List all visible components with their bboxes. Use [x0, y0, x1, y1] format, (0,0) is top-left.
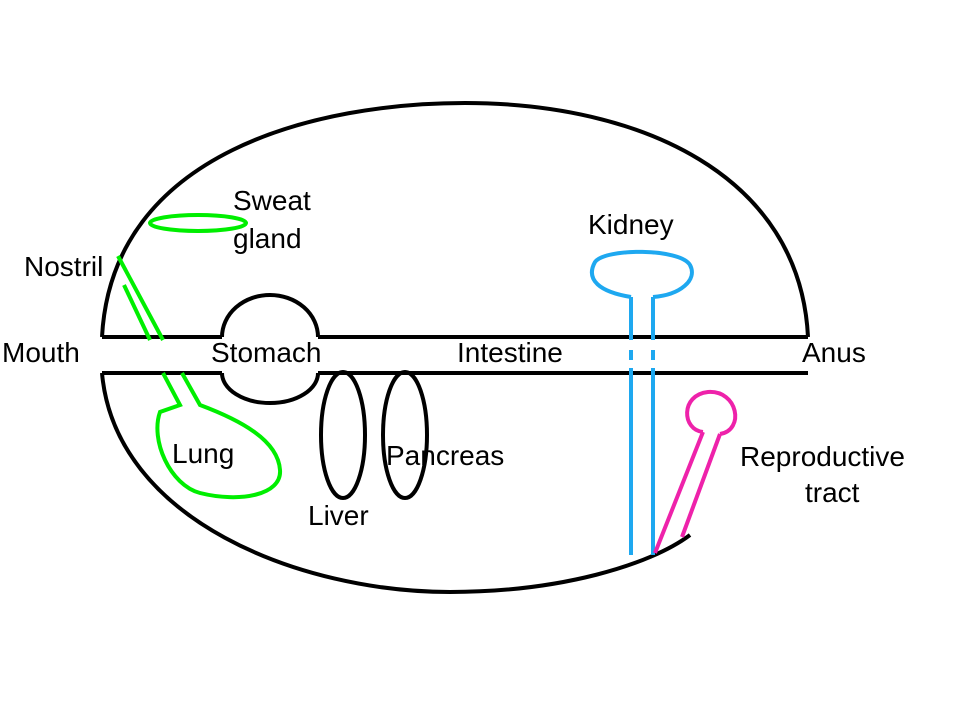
respiratory-system	[116, 213, 282, 500]
pancreas-lobe	[381, 370, 429, 500]
label-pancreas: Pancreas	[386, 440, 504, 471]
reproductive-tract-loop	[685, 389, 738, 436]
body-outline-lower	[100, 372, 692, 595]
trachea-upper-inner	[122, 284, 152, 341]
stomach-lower	[220, 372, 320, 405]
liver-lobe	[319, 370, 367, 500]
sweat-gland-loop	[148, 213, 248, 233]
label-anus: Anus	[802, 337, 866, 368]
trachea-lower	[155, 372, 282, 500]
label-reproductive-tract-line1: Reproductive	[740, 441, 905, 472]
label-intestine: Intestine	[457, 337, 563, 368]
label-nostril: Nostril	[24, 251, 103, 282]
label-mouth: Mouth	[2, 337, 80, 368]
label-reproductive-tract-line2: tract	[805, 477, 860, 508]
reproductive-duct-right	[680, 433, 722, 538]
reproductive-system	[653, 389, 738, 554]
excretory-system	[589, 249, 694, 555]
body-outline-upper	[100, 100, 810, 338]
digestive-tract	[102, 293, 808, 500]
trachea-upper	[116, 255, 165, 341]
stomach-upper	[220, 293, 320, 338]
label-sweat-gland-line1: Sweat	[233, 185, 311, 216]
label-kidney: Kidney	[588, 209, 674, 240]
label-lung: Lung	[172, 438, 234, 469]
label-sweat-gland-line2: gland	[233, 223, 302, 254]
kidney-loop	[589, 249, 694, 299]
labels: Mouth Stomach Intestine Anus Nostril Swe…	[2, 185, 905, 531]
reproductive-duct-left	[653, 431, 705, 554]
label-liver: Liver	[308, 500, 369, 531]
body-outline	[100, 100, 810, 595]
label-stomach: Stomach	[211, 337, 322, 368]
